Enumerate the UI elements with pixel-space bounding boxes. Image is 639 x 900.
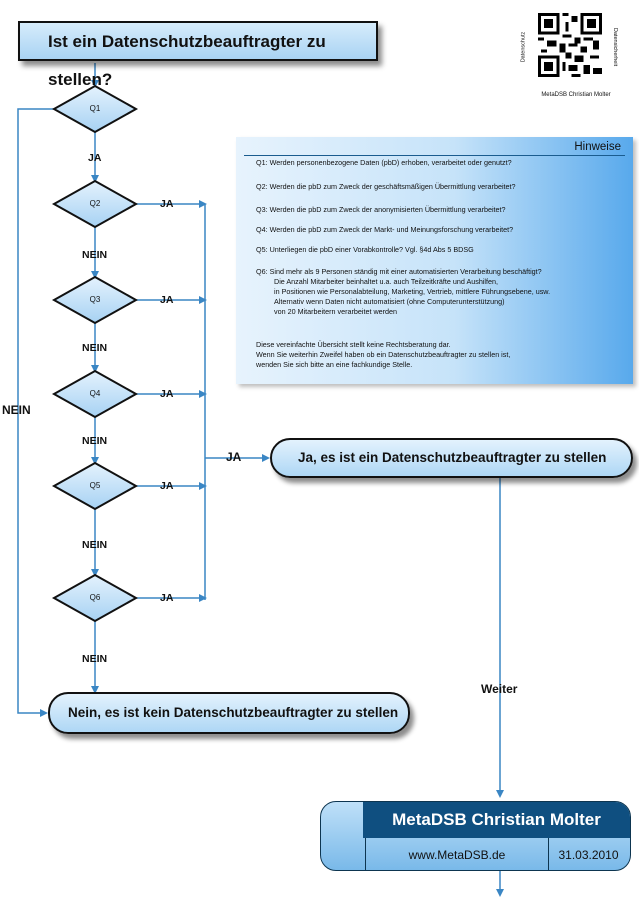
- qr-code-icon: [538, 13, 602, 77]
- q5-label: Q5: [89, 481, 101, 490]
- note-q1: Q1: Werden personenbezogene Daten (pbD) …: [256, 158, 512, 167]
- notes-heading: Hinweise: [574, 141, 621, 153]
- note-footer-1: Diese vereinfachte Übersicht stellt kein…: [256, 340, 451, 349]
- arrow-q1-nein: [17, 108, 55, 717]
- note-q6: Q6: Sind mehr als 9 Personen ständig mit…: [256, 267, 542, 276]
- note-q2: Q2: Werden die pbD zum Zweck der geschäf…: [256, 182, 516, 191]
- note-q6-line4: Alternativ wenn Daten nicht automatisier…: [274, 297, 505, 306]
- q5-nein-label: NEIN: [82, 539, 108, 551]
- q3-nein-label: NEIN: [82, 342, 108, 354]
- q2-label: Q2: [89, 199, 101, 208]
- note-q6-line5: von 20 Mitarbeitern verarbeitet werden: [274, 307, 398, 316]
- q1-nein-label: NEIN: [2, 403, 31, 417]
- qr-side-left: Datenschutz: [520, 31, 527, 63]
- card-name: MetaDSB Christian Molter: [363, 802, 630, 838]
- decision-q1: [51, 84, 139, 134]
- note-q3: Q3: Werden die pbD zum Zweck der anonymi…: [256, 205, 506, 214]
- result-no: Nein, es ist kein Datenschutzbeauftragte…: [48, 692, 410, 734]
- q6-ja-label: JA: [160, 592, 174, 604]
- q2-nein-label: NEIN: [82, 249, 108, 261]
- qr-side-right: Datensicherheit: [612, 27, 619, 67]
- q5-ja-label: JA: [160, 480, 174, 492]
- note-q4: Q4: Werden die pbD zum Zweck der Markt- …: [256, 225, 514, 234]
- flowchart-title: Ist ein Datenschutzbeauftragter zu stell…: [18, 21, 378, 89]
- contact-card: MetaDSB Christian Molter www.MetaDSB.de …: [320, 801, 631, 871]
- card-url[interactable]: www.MetaDSB.de: [365, 838, 549, 870]
- q1-ja-label: JA: [88, 152, 102, 164]
- note-footer-3: wenden Sie sich bitte an eine fachkundig…: [256, 360, 413, 369]
- result-ja-label: JA: [226, 450, 242, 464]
- decision-q2: [51, 179, 139, 229]
- q2-ja-label: JA: [160, 198, 174, 210]
- note-footer-2: Wenn Sie weiterhin Zweifel haben ob ein …: [256, 350, 511, 359]
- q4-ja-label: JA: [160, 388, 174, 400]
- q1-label: Q1: [89, 104, 101, 113]
- q6-label: Q6: [89, 593, 101, 602]
- note-q5: Q5: Unterliegen die pbD einer Vorabkontr…: [256, 245, 474, 254]
- decision-q6: [51, 573, 139, 623]
- result-yes: Ja, es ist ein Datenschutzbeauftragter z…: [270, 438, 633, 478]
- q6-nein-label: NEIN: [82, 653, 108, 665]
- card-date: 31.03.2010: [558, 848, 619, 862]
- weiter-label: Weiter: [481, 682, 518, 696]
- decision-q4: [51, 369, 139, 419]
- qr-caption: MetaDSB Christian Molter: [541, 92, 611, 98]
- note-q6-line2: Die Anzahl Mitarbeiter beinhaltet u.a. a…: [274, 277, 499, 286]
- q4-label: Q4: [89, 389, 101, 398]
- note-q6-line3: in Positionen wie Personalabteilung, Mar…: [274, 287, 551, 296]
- q4-nein-label: NEIN: [82, 435, 108, 447]
- notes-divider: [244, 155, 625, 156]
- notes-panel: Hinweise Q1: Werden personenbezogene Dat…: [236, 137, 633, 384]
- q3-ja-label: JA: [160, 294, 174, 306]
- decision-q5: [51, 461, 139, 511]
- q3-label: Q3: [89, 295, 101, 304]
- decision-q3: [51, 275, 139, 325]
